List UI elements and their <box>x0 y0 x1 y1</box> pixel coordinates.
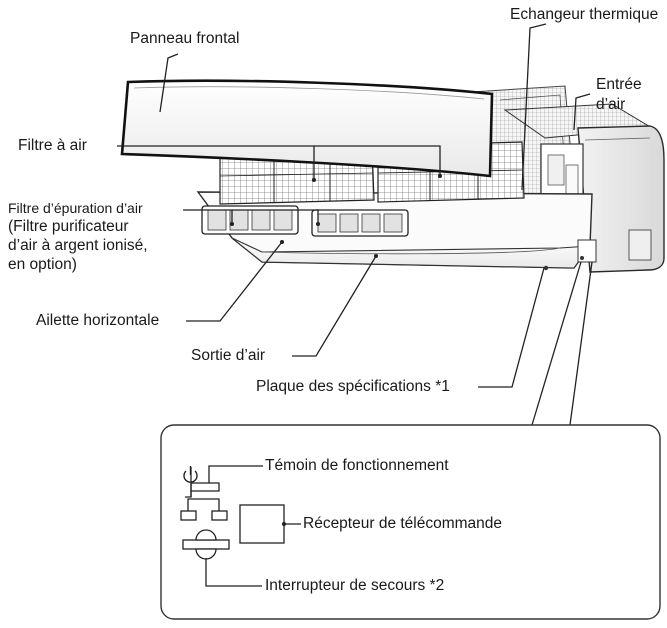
leader-sortie <box>292 255 377 357</box>
label-echangeur-thermique: Echangeur thermique <box>510 6 659 23</box>
front-panel <box>120 79 494 178</box>
leader-echangeur <box>521 23 547 191</box>
leader-ailette <box>186 241 283 322</box>
display-callout-box <box>160 424 661 620</box>
indicator-lamp-left <box>180 510 197 521</box>
leader-temoin <box>191 465 263 484</box>
leader-epuration-2 <box>232 209 319 224</box>
label-filtre-air: Filtre à air <box>18 137 87 154</box>
remote-receiver <box>239 504 285 544</box>
indicator-lamp-right <box>211 510 228 521</box>
label-sortie-air: Sortie d’air <box>191 347 266 364</box>
leader-entree <box>573 93 591 131</box>
leader-interrupteur <box>205 558 262 587</box>
leader-display-2 <box>569 261 593 426</box>
label-ailette-horizontale: Ailette horizontale <box>36 312 160 329</box>
leader-panneau <box>159 53 179 113</box>
purification-filter-right <box>311 209 409 237</box>
label-entree-air-1: Entrée <box>596 76 642 93</box>
leader-plaque <box>478 267 545 388</box>
emergency-switch <box>182 529 230 560</box>
label-filtre-epuration-3: d’air à argent ionisé, <box>8 237 148 254</box>
label-filtre-epuration-1: Filtre d’épuration d’air <box>8 200 143 216</box>
label-interrupteur-secours: Interrupteur de secours *2 <box>265 577 445 594</box>
label-entree-air-2: d’air <box>596 96 626 113</box>
label-panneau-frontal: Panneau frontal <box>130 30 240 47</box>
purification-filter-left <box>201 205 299 235</box>
label-plaque-specifications: Plaque des spécifications *1 <box>256 378 450 395</box>
label-temoin-fonctionnement: Témoin de fonctionnement <box>265 457 449 474</box>
leader-display-1 <box>531 261 582 426</box>
label-filtre-epuration-4: en option) <box>8 256 77 273</box>
label-recepteur-telecommande: Récepteur de télécommande <box>303 515 503 532</box>
label-filtre-epuration-2: (Filtre purificateur <box>8 218 129 235</box>
leader-lines <box>117 23 593 426</box>
leader-filtre-air-2 <box>314 145 441 176</box>
